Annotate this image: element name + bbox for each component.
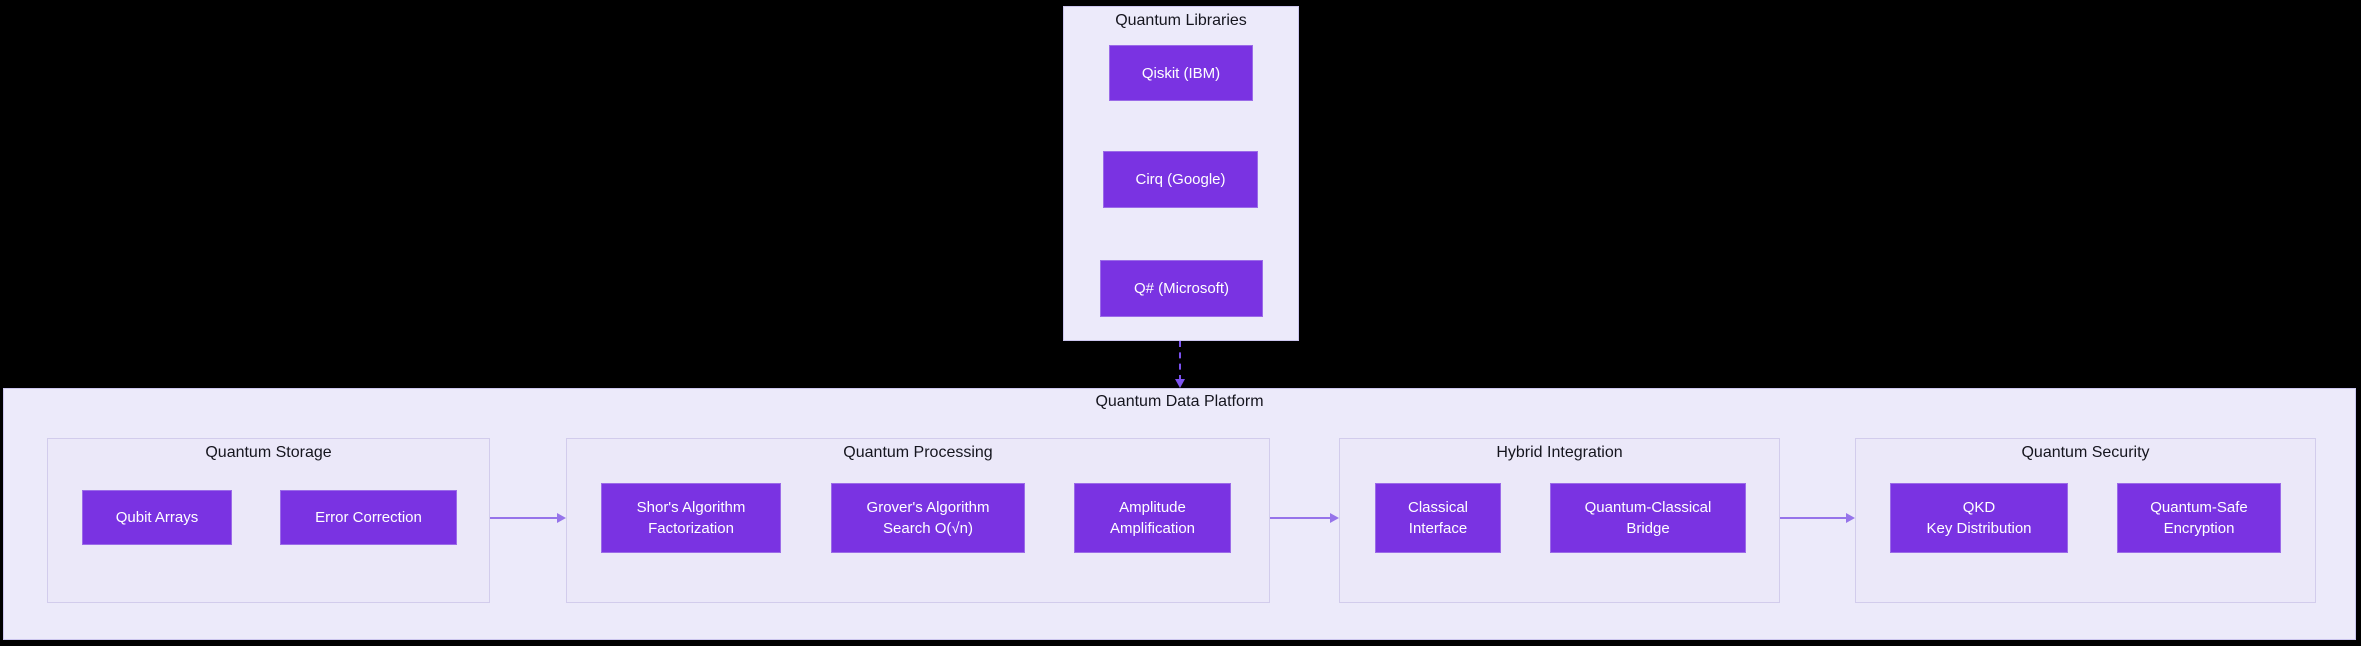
node-quantum-classical-bridge: Quantum-Classical Bridge xyxy=(1550,483,1746,553)
cluster-title-quantum-processing: Quantum Processing xyxy=(843,444,993,461)
node-shors-algorithm: Shor's Algorithm Factorization xyxy=(601,483,781,553)
arrowhead-right-icon xyxy=(1330,513,1339,523)
node-classical-interface: Classical Interface xyxy=(1375,483,1501,553)
arrowhead-right-icon xyxy=(557,513,566,523)
arrowhead-right-icon xyxy=(1846,513,1855,523)
node-grovers-algorithm: Grover's Algorithm Search O(√n) xyxy=(831,483,1025,553)
cluster-title-hybrid-integration: Hybrid Integration xyxy=(1496,444,1623,461)
node-qkd-key-distribution: QKD Key Distribution xyxy=(1890,483,2068,553)
node-qubit-arrays: Qubit Arrays xyxy=(82,490,232,545)
cluster-quantum-processing: Quantum Processing Shor's Algorithm Fact… xyxy=(566,438,1270,603)
cluster-title-quantum-data-platform: Quantum Data Platform xyxy=(1095,393,1264,410)
cluster-quantum-data-platform: Quantum Data Platform Quantum Storage Qu… xyxy=(3,388,2356,640)
cluster-quantum-libraries: Quantum Libraries Qiskit (IBM) Cirq (Goo… xyxy=(1063,6,1299,341)
edge-processing-to-hybrid xyxy=(1270,517,1330,519)
edge-storage-to-processing xyxy=(490,517,557,519)
node-amplitude-amplification: Amplitude Amplification xyxy=(1074,483,1231,553)
node-qsharp-microsoft: Q# (Microsoft) xyxy=(1100,260,1263,317)
arrowhead-down-icon xyxy=(1175,379,1185,388)
edge-libraries-to-platform xyxy=(1179,341,1181,381)
cluster-hybrid-integration: Hybrid Integration Classical Interface Q… xyxy=(1339,438,1780,603)
cluster-quantum-storage: Quantum Storage Qubit Arrays Error Corre… xyxy=(47,438,490,603)
cluster-quantum-security: Quantum Security QKD Key Distribution Qu… xyxy=(1855,438,2316,603)
cluster-title-quantum-storage: Quantum Storage xyxy=(205,444,332,461)
cluster-title-quantum-security: Quantum Security xyxy=(2021,444,2150,461)
node-error-correction: Error Correction xyxy=(280,490,457,545)
cluster-title-quantum-libraries: Quantum Libraries xyxy=(1115,12,1247,29)
node-cirq-google: Cirq (Google) xyxy=(1103,151,1258,208)
node-qiskit-ibm: Qiskit (IBM) xyxy=(1109,45,1253,101)
edge-hybrid-to-security xyxy=(1780,517,1846,519)
node-quantum-safe-encryption: Quantum-Safe Encryption xyxy=(2117,483,2281,553)
